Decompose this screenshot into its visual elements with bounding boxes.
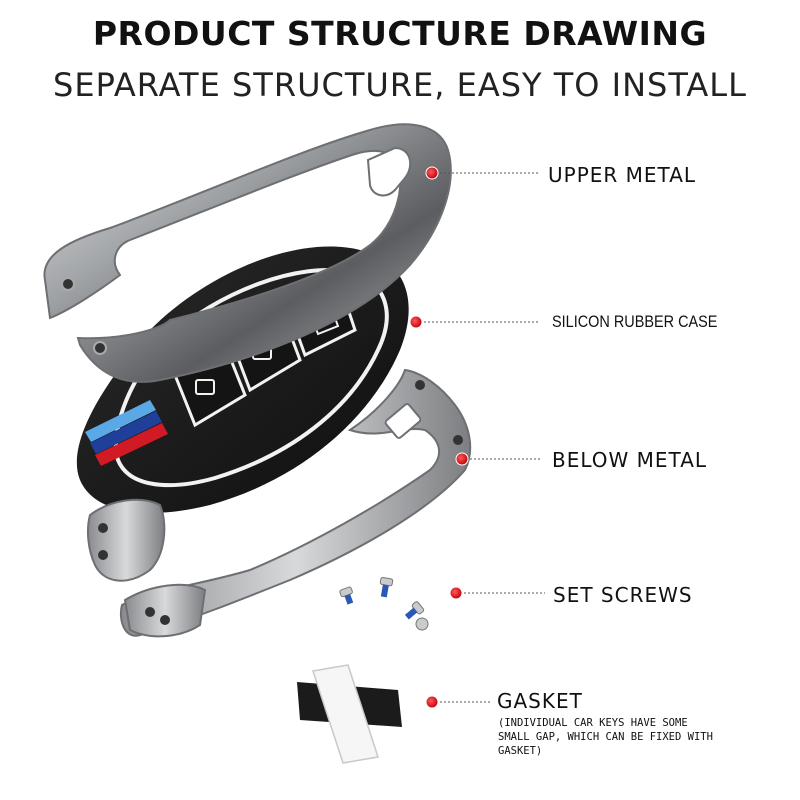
gasket-note: (INDIVIDUAL CAR KEYS HAVE SOME SMALL GAP… (498, 717, 713, 757)
label-silicon-rubber-case: SILICON RUBBER CASE (552, 312, 718, 331)
upper-metal-part (43, 123, 452, 383)
page-title: PRODUCT STRUCTURE DRAWING (92, 14, 708, 53)
marker-dots (409, 166, 469, 709)
label-gasket: GASKET (497, 689, 583, 713)
set-screws-part (339, 576, 429, 631)
marker-set-screws (449, 586, 463, 600)
marker-below-metal (455, 452, 469, 466)
marker-silicon-rubber-case (409, 315, 423, 329)
page-subtitle: SEPARATE STRUCTURE, EASY TO INSTALL (53, 66, 747, 104)
marker-upper-metal (425, 166, 439, 180)
label-upper-metal: UPPER METAL (548, 163, 697, 187)
leader-lines (416, 172, 545, 703)
gasket-part (297, 664, 402, 764)
below-metal-part (86, 368, 472, 638)
color-stripes (85, 400, 168, 466)
label-below-metal: BELOW METAL (552, 448, 708, 472)
marker-gasket (425, 695, 439, 709)
label-set-screws: SET SCREWS (553, 583, 693, 607)
